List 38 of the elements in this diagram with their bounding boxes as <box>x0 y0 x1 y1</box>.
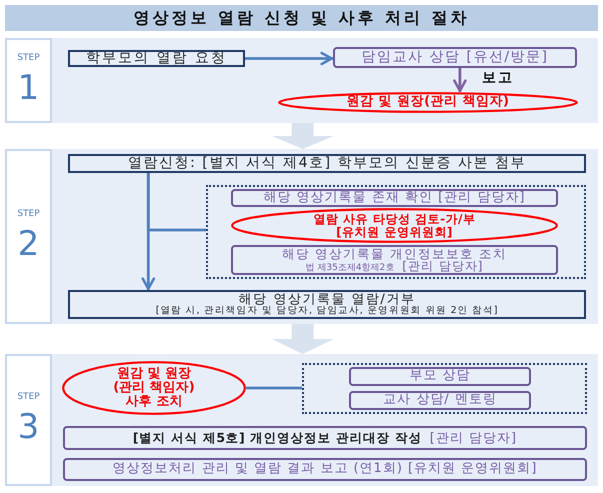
step-panel <box>5 149 598 324</box>
title-banner: 영상정보 열람 신청 및 사후 처리 절차 <box>5 5 598 31</box>
highlight-oval: 원감 및 원장(관리 책임자) <box>278 92 578 113</box>
block-arrow <box>272 324 334 354</box>
step-number: 3 <box>18 409 40 447</box>
rounded-box: 담임교사 상담 [유선/방문] <box>333 47 577 68</box>
step-label: STEP <box>17 393 40 404</box>
process-box: 열람신청: [별지 서식 제4호] 학부모의 신분증 사본 첨부 <box>68 154 586 173</box>
role-tag: [관리 담당자] <box>430 430 518 446</box>
connector-line <box>146 173 206 232</box>
process-box <box>68 290 586 319</box>
box-title: [별지 서식 제5호] 개인영상정보 관리대장 작성 <box>132 430 422 445</box>
arrow <box>245 52 333 66</box>
box-title: 해당 영상기록물 개인정보보호 조치 <box>282 246 507 261</box>
step-panel <box>5 38 598 123</box>
rounded-box: 해당 영상기록물 존재 확인 [관리 담당자] <box>231 189 558 207</box>
rounded-box <box>231 245 558 275</box>
step-label: STEP <box>17 54 40 64</box>
highlight-oval: 열람 사유 타당성 검토-가/부 [유치원 운영위원회] <box>231 208 558 243</box>
arrow <box>453 68 467 92</box>
step-number: 1 <box>18 70 40 108</box>
step-label: STEP <box>17 210 40 220</box>
role-tag: [관리 담당자] <box>402 258 484 273</box>
highlight-oval: 원감 및 원장 (관리 책임자) 사후 조치 <box>62 361 246 415</box>
rounded-box: 영상정보처리 관리 및 열람 결과 보고 (연1회) [유치원 운영위원회] <box>63 458 587 481</box>
process-box: 학부모의 열람 요청 <box>68 50 245 67</box>
step-number: 2 <box>18 226 40 264</box>
box-title: 해당 영상기록물 열람/거부 <box>238 292 416 307</box>
dotted-group-frame <box>206 185 586 279</box>
connector-line <box>246 386 302 390</box>
step-panel <box>5 354 598 486</box>
block-arrow <box>272 123 334 149</box>
legal-reference: 법 제35조제4항제2호 <box>306 262 394 273</box>
dotted-group-frame <box>302 363 587 414</box>
box-note: [열람 시, 관리책임자 및 담당자, 담임교사, 운영위원회 위원 2인 참석] <box>156 305 498 316</box>
rounded-box: 교사 상담/ 멘토링 <box>349 391 531 410</box>
rounded-box <box>63 426 587 450</box>
rounded-box: 부모 상담 <box>349 367 531 386</box>
